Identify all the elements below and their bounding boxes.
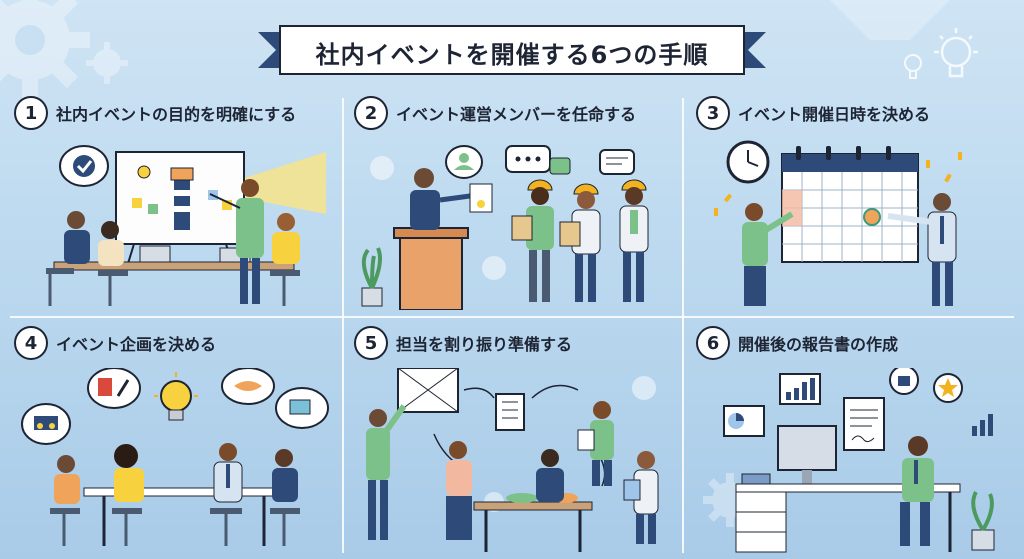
meeting-scene	[46, 145, 326, 306]
divider	[342, 98, 344, 553]
step-panel-6: 6 開催後の報告書の作成	[696, 326, 1024, 553]
background-shape	[830, 0, 950, 40]
step-number: 6	[696, 326, 730, 360]
divider	[682, 98, 684, 553]
page-title: 社内イベントを開催する6つの手順	[315, 41, 709, 69]
step-title: イベント開催日時を決める	[738, 105, 931, 124]
step-header: 4 イベント企画を決める	[14, 326, 216, 360]
report-scene	[723, 368, 995, 553]
lightbulb-icon	[934, 28, 978, 78]
step-header: 1 社内イベントの目的を明確にする	[14, 96, 296, 130]
step-header: 2 イベント運営メンバーを任命する	[354, 96, 636, 130]
step-number: 3	[696, 96, 730, 130]
step-panel-2: 2 イベント運営メンバーを任命する	[354, 96, 684, 311]
step-header: 5 担当を割り振り準備する	[354, 326, 572, 360]
step-number: 2	[354, 96, 388, 130]
title-banner: 社内イベントを開催する6つの手順	[258, 22, 766, 78]
step-panel-5: 5 担当を割り振り準備する	[354, 326, 684, 552]
background-gear-icon	[86, 42, 128, 84]
step-header: 3 イベント開催日時を決める	[696, 96, 930, 130]
step-number: 4	[14, 326, 48, 360]
schedule-scene	[714, 140, 962, 306]
step-header: 6 開催後の報告書の作成	[696, 326, 898, 360]
step-panel-1: 1 社内イベントの目的を明確にする	[14, 96, 344, 311]
step-panel-4: 4 イベント企画を決める	[14, 326, 344, 546]
planning-scene	[21, 368, 329, 546]
appointment-scene	[361, 145, 649, 310]
step-title: 担当を割り振り準備する	[396, 335, 573, 354]
step-title: 開催後の報告書の作成	[738, 335, 899, 354]
lightbulb-icon	[904, 54, 922, 79]
step-title: イベント企画を決める	[56, 335, 217, 354]
step-title: 社内イベントの目的を明確にする	[56, 105, 297, 124]
step-panel-3: 3 イベント開催日時を決める	[696, 96, 1024, 311]
step-number: 5	[354, 326, 388, 360]
divider	[10, 316, 1014, 318]
background-gear-icon	[0, 0, 90, 100]
step-title: イベント運営メンバーを任命する	[396, 105, 637, 124]
preparation-scene	[366, 368, 659, 552]
step-number: 1	[14, 96, 48, 130]
